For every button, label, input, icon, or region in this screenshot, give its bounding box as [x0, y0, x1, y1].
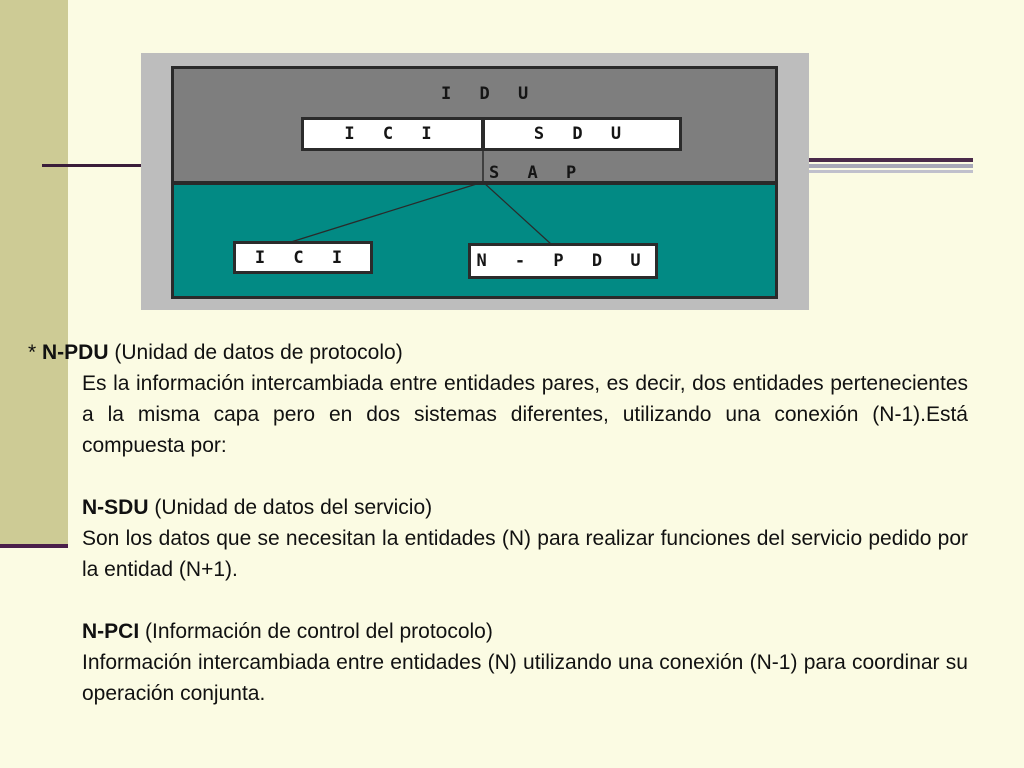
ici-bottom-label: I C I [254, 247, 352, 268]
bottom-accent-line [0, 544, 68, 548]
lower-layer-block [171, 182, 778, 299]
npci-term: N-PCI [82, 620, 140, 643]
ici-top-box: I C I [301, 117, 484, 151]
sap-connector-lines [290, 151, 552, 245]
sdu-box: S D U [482, 117, 682, 151]
npdu-label: N - P D U [476, 251, 650, 271]
right-accent-lines [808, 158, 973, 178]
npci-heading: N-PCI (Información de control del protoc… [28, 616, 968, 647]
npci-expansion: (Información de control del protocolo) [139, 620, 493, 643]
nsdu-heading: N-SDU (Unidad de datos del servicio) [28, 492, 968, 523]
npdu-description: Es la información intercambiada entre en… [82, 372, 968, 457]
left-decorative-band [0, 0, 68, 548]
ici-bottom-box: I C I [233, 241, 373, 274]
left-accent-line [42, 164, 142, 167]
npdu-term: N-PDU [42, 341, 109, 364]
idu-diagram: I D U I C I S D U S A P I C I N - P D U [141, 53, 809, 310]
npci-description: Información intercambiada entre entidade… [82, 651, 968, 705]
sdu-label: S D U [533, 124, 631, 144]
ici-top-label: I C I [344, 124, 441, 144]
definitions-text: * N-PDU (Unidad de datos de protocolo) E… [28, 337, 968, 709]
idu-label: I D U [441, 84, 538, 104]
npdu-expansion: (Unidad de datos de protocolo) [108, 341, 403, 364]
nsdu-expansion: (Unidad de datos del servicio) [148, 496, 433, 519]
npdu-heading: * N-PDU (Unidad de datos de protocolo) [28, 337, 968, 368]
nsdu-description: Son los datos que se necesitan la entida… [82, 527, 968, 581]
nsdu-term: N-SDU [82, 496, 149, 519]
npdu-box: N - P D U [468, 243, 658, 279]
sap-label: S A P [489, 163, 586, 183]
bullet-marker: * [28, 341, 43, 364]
